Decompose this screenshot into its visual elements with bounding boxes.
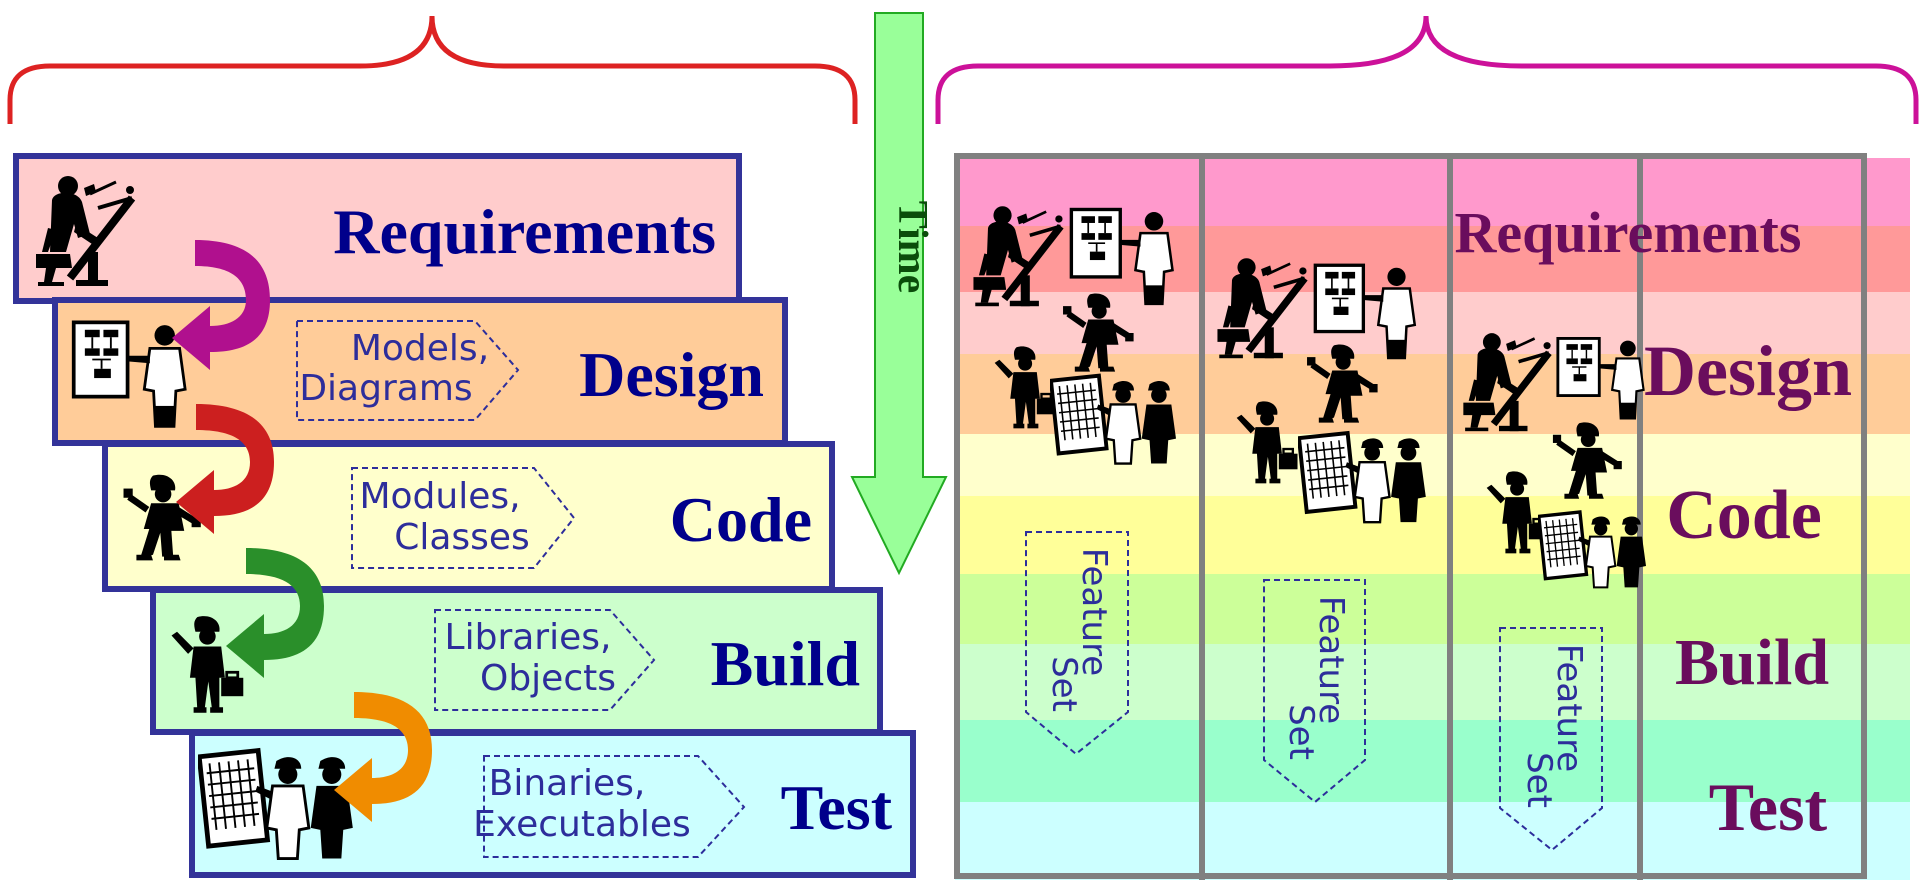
right-label-design: Design	[1644, 331, 1852, 411]
feature-label-line2: Set	[1519, 752, 1559, 808]
artifact-tag-test	[483, 755, 746, 858]
curved-arrow-icon	[226, 548, 324, 678]
stage-label-build: Build	[711, 628, 860, 699]
tester-icon	[1299, 433, 1426, 522]
tester-icon	[199, 751, 353, 859]
feature-label-line2: Set	[1044, 656, 1084, 712]
left-stage-design: Models, Diagrams Design	[52, 297, 788, 446]
artifact-label-build-line1: Libraries,	[445, 617, 612, 658]
artifact-label-design-line1: Models,	[351, 328, 489, 369]
tester-icon	[1539, 512, 1646, 587]
right-label-test: Test	[1709, 769, 1828, 845]
right-label-code: Code	[1666, 477, 1822, 554]
stage-label-design: Design	[579, 339, 764, 410]
time-label: Time	[889, 201, 935, 294]
artifact-label-test-line1: Binaries,	[489, 763, 646, 804]
tester-icon	[1051, 376, 1176, 464]
curved-arrow-icon	[176, 404, 274, 534]
stage-label-code: Code	[670, 484, 812, 555]
artifact-label-build-line2: Objects	[480, 658, 616, 699]
artifact-label-design-line2: Diagrams	[299, 368, 472, 409]
feature-label-line1: Feature	[1549, 644, 1589, 772]
artifact-tag-build	[434, 609, 656, 711]
feature-label-line1: Feature	[1311, 596, 1351, 724]
stage-label-test: Test	[781, 772, 893, 843]
left-stage-requirements: Requirements	[13, 153, 742, 304]
right-label-build: Build	[1675, 626, 1829, 699]
artifact-tag-design	[296, 320, 520, 421]
feature-set-tag-1: Feature Set	[1025, 531, 1129, 756]
stage-label-requirements: Requirements	[333, 196, 716, 267]
feature-set-tag-2: Feature Set	[1263, 579, 1366, 804]
right-brace	[935, 15, 1919, 124]
time-arrow	[850, 12, 948, 576]
artifact-tag-code	[351, 467, 576, 569]
feature-set-tag-3: Feature Set	[1499, 627, 1603, 852]
artifact-label-code-line1: Modules,	[359, 476, 520, 517]
artifact-label-code-line2: Classes	[394, 517, 530, 558]
left-stage-build: Libraries, Objects Build	[150, 587, 883, 735]
curved-arrow-icon	[172, 240, 270, 370]
curved-arrow-icon	[334, 692, 432, 822]
right-columns	[954, 153, 1867, 880]
feature-label-line2: Set	[1281, 704, 1321, 760]
right-label-requirements: Requirements	[1455, 200, 1802, 265]
left-stage-test: Binaries, Executables Test	[189, 730, 916, 878]
artifact-label-test-line2: Executables	[473, 804, 691, 845]
right-background	[955, 158, 1910, 880]
left-brace	[7, 15, 858, 124]
feature-label-line1: Feature	[1074, 548, 1114, 676]
left-stage-code: Modules, Classes Code	[102, 441, 835, 592]
